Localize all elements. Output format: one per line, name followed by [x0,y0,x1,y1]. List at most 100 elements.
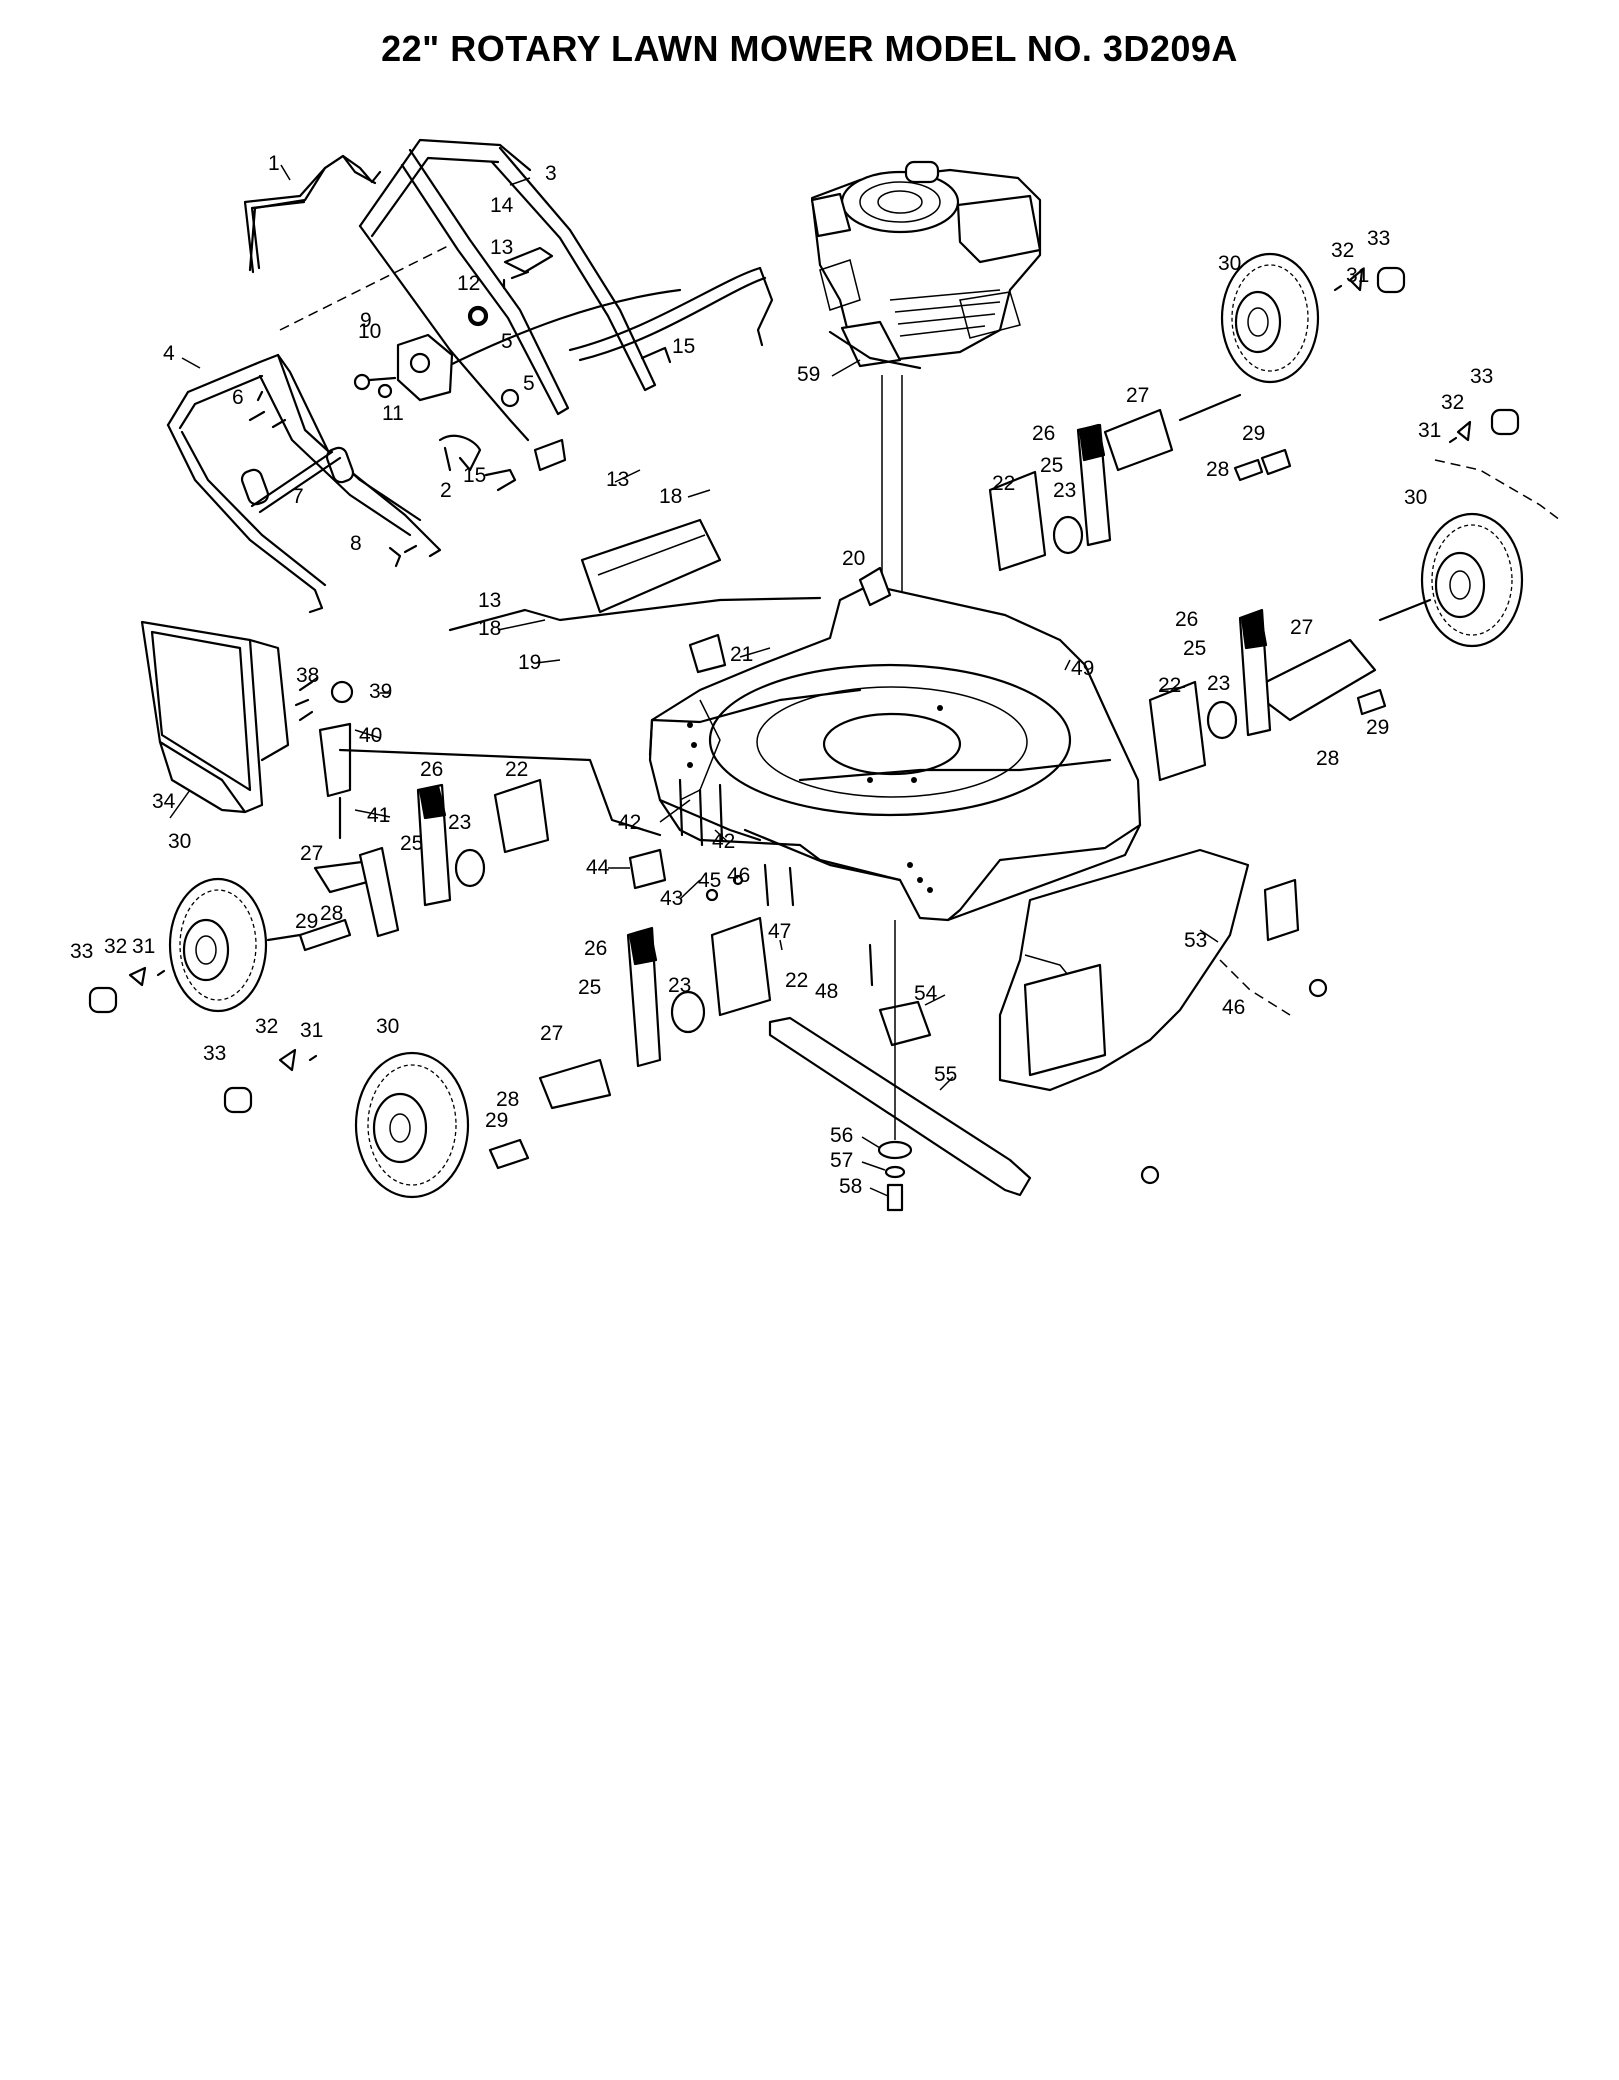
callout: 25 [400,832,423,855]
handle-bolts [240,390,418,568]
callout: 31 [132,935,155,958]
callout: 47 [768,920,791,943]
callout: 4 [163,342,175,365]
callout: 45 [698,869,721,892]
callout: 13 [606,468,629,491]
callout: 13 [478,589,501,612]
callout: 11 [382,402,404,425]
blade [768,1016,1032,1197]
callout: 32 [104,935,127,958]
callout: 53 [1184,929,1207,952]
mower-deck [648,583,1142,922]
callout: 6 [232,386,244,409]
callout: 14 [490,194,514,217]
callout: 55 [934,1063,957,1086]
wheel-rear-top [1220,252,1320,384]
callout: 28 [320,902,343,925]
callout: 46 [1222,996,1245,1019]
wheel-front-left [168,877,268,1013]
callout: 59 [797,363,820,386]
callout: 25 [1040,454,1063,477]
callout: 2 [440,479,452,502]
callout: 23 [668,974,691,997]
callout: 34 [152,790,176,813]
callout: 22 [1158,674,1181,697]
callout: 23 [448,811,471,834]
callout: 1 [268,152,280,175]
callout: 42 [618,811,641,834]
callout: 33 [1470,365,1493,388]
callout: 43 [660,887,683,910]
callout: 18 [659,485,682,508]
callout: 29 [1366,716,1389,739]
callout: 13 [490,236,513,259]
axle-bracket-front-left [266,778,550,952]
callout: 32 [1441,391,1464,414]
engine [810,160,1042,370]
callout: 23 [1053,479,1076,502]
wheel-front-bottom [354,1051,470,1199]
callout-labels: 1 2 3 4 5 5 6 7 8 9 10 11 12 13 13 13 14… [70,152,1493,1198]
callout: 7 [292,485,304,508]
callout: 28 [1206,458,1229,481]
deck-baffle-bracket [533,438,892,674]
rear-hinge-rod [338,596,822,837]
callout: 27 [1290,616,1313,639]
callout: 30 [168,830,191,853]
callout: 57 [830,1149,853,1172]
callout: 46 [727,864,750,887]
callout: 31 [1418,419,1441,442]
callout: 26 [1175,608,1198,631]
callout: 42 [712,830,735,853]
callout: 29 [485,1109,508,1132]
callout: 22 [505,758,528,781]
cable-control-box [353,305,520,472]
callout: 22 [785,969,808,992]
callout: 25 [578,976,601,999]
callout: 30 [1404,486,1427,509]
callout: 33 [203,1042,226,1065]
callout: 38 [296,664,319,687]
rear-door-hinge [294,680,354,840]
callout: 29 [295,910,318,933]
callout: 21 [730,643,753,666]
grass-catcher-frame [140,620,290,814]
callout: 26 [420,758,443,781]
callout: 26 [584,937,607,960]
callout: 32 [255,1015,278,1038]
callout: 56 [830,1124,853,1147]
diagram-title: 22" ROTARY LAWN MOWER MODEL NO. 3D209A [381,28,1238,69]
callout: 23 [1207,672,1230,695]
callout: 27 [300,842,323,865]
callout: 58 [839,1175,862,1198]
callout: 30 [376,1015,399,1038]
callout: 33 [70,940,93,963]
callout: 31 [1346,264,1369,287]
callout: 19 [518,651,541,674]
callout: 28 [1316,747,1339,770]
callout: 25 [1183,637,1206,660]
bail-wire [248,154,382,272]
upper-handle [243,138,657,442]
callout: 3 [545,162,557,185]
leader-lines [169,164,1219,1197]
callout: 15 [672,335,695,358]
callout: 5 [523,372,535,395]
axle-bracket-rear-top [988,393,1292,572]
callout: 10 [358,320,381,343]
axle-bracket-front-bottom [488,916,772,1170]
callout: 26 [1032,422,1055,445]
callout: 54 [914,982,938,1005]
callout: 8 [350,532,362,555]
callout: 49 [1071,657,1094,680]
callout: 15 [463,464,486,487]
callout: 31 [300,1019,323,1042]
lower-handle [166,353,442,614]
callout: 48 [815,980,838,1003]
callout: 22 [992,472,1015,495]
callout: 12 [457,272,480,295]
callout: 20 [842,547,865,570]
callout: 18 [478,617,501,640]
callout: 9 [360,309,372,332]
